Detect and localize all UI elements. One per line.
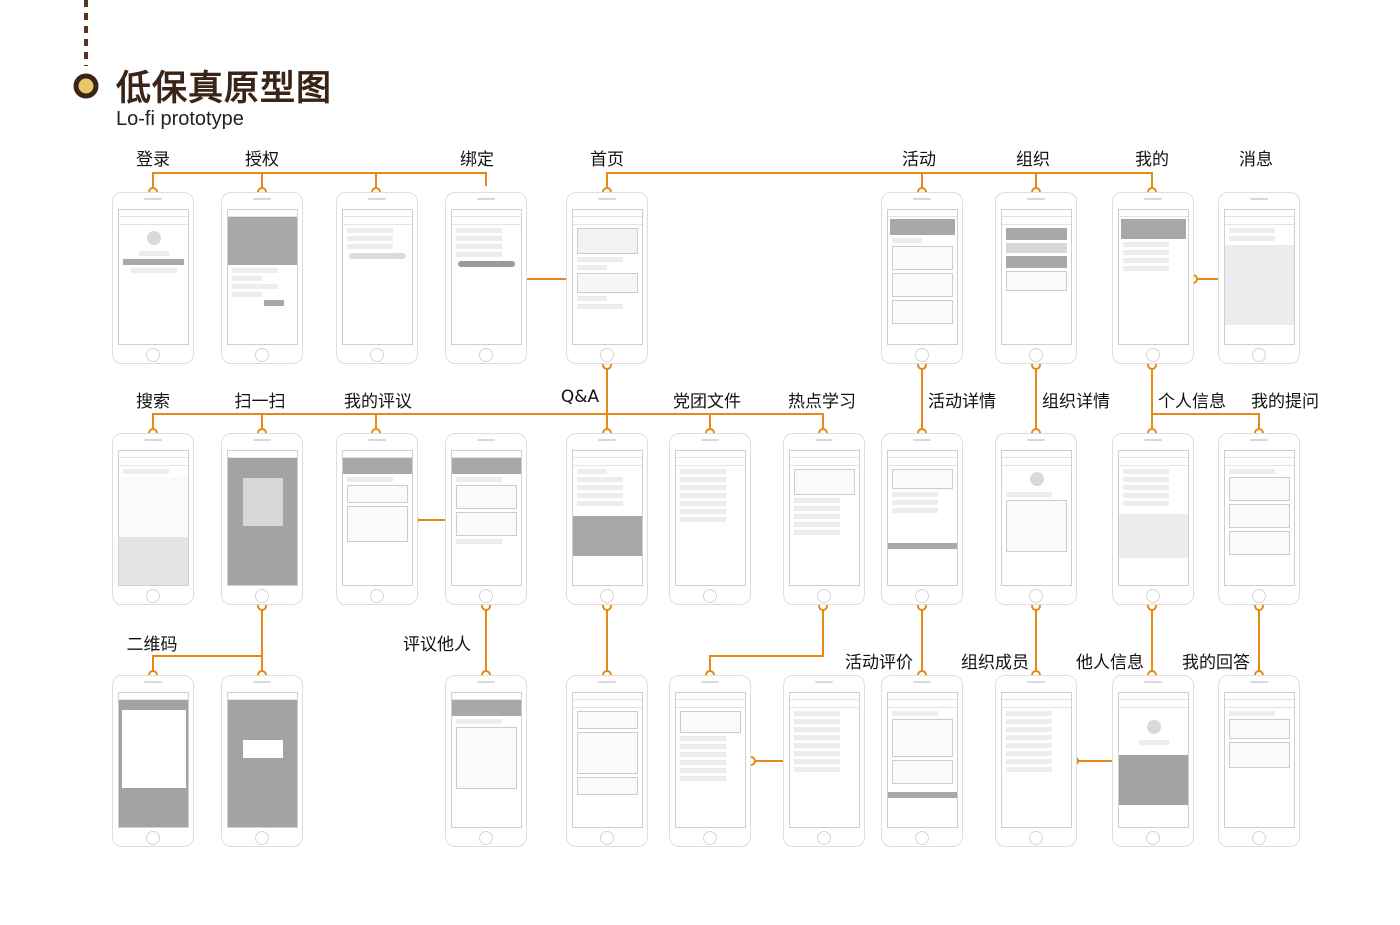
phone-qr-code <box>112 675 194 847</box>
label-activity-review: 活动评价 <box>845 653 913 673</box>
label-others-info: 他人信息 <box>1076 653 1144 673</box>
phone-party-docs <box>669 433 751 605</box>
phone-mine <box>1112 192 1194 364</box>
label-org-detail: 组织详情 <box>1042 392 1110 412</box>
phone-org-detail <box>995 433 1077 605</box>
phone-hot-study <box>783 433 865 605</box>
label-login: 登录 <box>136 150 170 170</box>
phone-search <box>112 433 194 605</box>
phone-bind-2 <box>445 192 527 364</box>
label-org-members: 组织成员 <box>961 653 1029 673</box>
label-qr-code: 二维码 <box>126 635 178 655</box>
phone-study-article <box>783 675 865 847</box>
phone-messages <box>1218 192 1300 364</box>
label-mine: 我的 <box>1135 150 1169 170</box>
phone-bind-1 <box>336 192 418 364</box>
phone-review-list <box>445 433 527 605</box>
label-scan: 扫一扫 <box>234 392 286 412</box>
page-subtitle: Lo-fi prototype <box>116 108 244 130</box>
header-marker <box>73 0 99 99</box>
phone-review-others <box>445 675 527 847</box>
label-review-others: 评议他人 <box>403 635 471 655</box>
phone-scan-result <box>221 675 303 847</box>
label-activity: 活动 <box>902 150 936 170</box>
phone-my-comments <box>336 433 418 605</box>
label-my-answers: 我的回答 <box>1182 653 1250 673</box>
phone-my-answers <box>1218 675 1300 847</box>
phone-activity-review <box>881 675 963 847</box>
label-my-comments: 我的评议 <box>344 392 412 412</box>
phone-qa-detail <box>566 675 648 847</box>
label-hot-study: 热点学习 <box>788 392 856 412</box>
page-title: 低保真原型图 <box>116 69 333 109</box>
label-personal-info: 个人信息 <box>1158 392 1226 412</box>
phone-activity-detail <box>881 433 963 605</box>
label-organization: 组织 <box>1016 150 1050 170</box>
phone-my-questions <box>1218 433 1300 605</box>
phone-scan <box>221 433 303 605</box>
label-my-questions: 我的提问 <box>1251 392 1319 412</box>
label-bind: 绑定 <box>460 150 494 170</box>
phone-login <box>112 192 194 364</box>
phone-personal-info <box>1112 433 1194 605</box>
phone-organization <box>995 192 1077 364</box>
phone-home <box>566 192 648 364</box>
label-party-docs: 党团文件 <box>673 392 741 412</box>
label-authorize: 授权 <box>245 150 279 170</box>
label-home: 首页 <box>590 150 624 170</box>
phone-doc-detail <box>669 675 751 847</box>
phone-org-members <box>995 675 1077 847</box>
label-activity-detail: 活动详情 <box>928 392 996 412</box>
phone-others-info <box>1112 675 1194 847</box>
label-search: 搜索 <box>136 392 170 412</box>
phone-authorize <box>221 192 303 364</box>
phone-activity <box>881 192 963 364</box>
phone-qa <box>566 433 648 605</box>
label-messages: 消息 <box>1239 150 1273 170</box>
label-qa: Q&A <box>560 387 600 407</box>
